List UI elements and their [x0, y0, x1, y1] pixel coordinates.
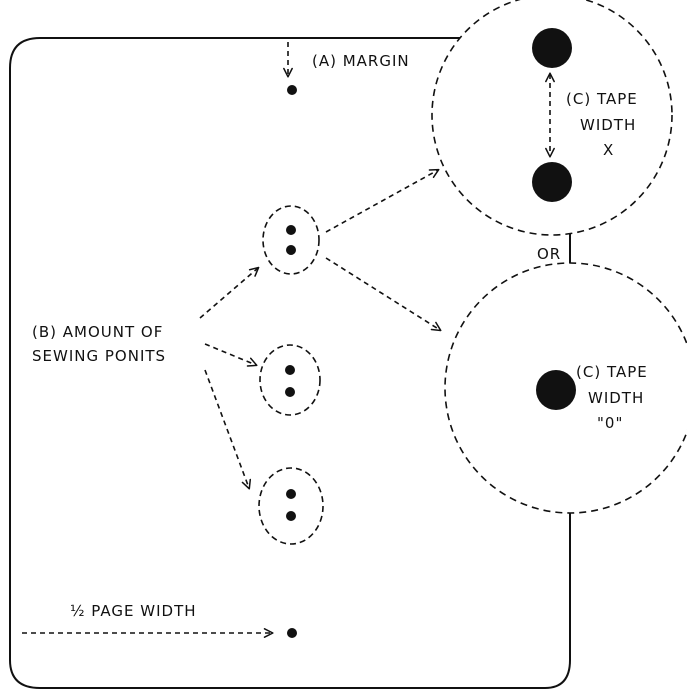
tape-x-label-line2: WIDTH [580, 116, 636, 134]
tape-0-label-line3: "0" [597, 414, 623, 432]
tape-x-label-line1: (C) TAPE [566, 90, 638, 108]
callout-tape-x [431, 0, 673, 236]
arrow-to-tape-0 [325, 257, 442, 332]
tape-0-label-line1: (C) TAPE [576, 363, 648, 381]
center-dot [287, 628, 297, 638]
arrow-to-bottom-group [204, 369, 252, 490]
or-label: OR [537, 245, 561, 263]
sewing-group-middle [259, 344, 321, 416]
tape-x-dot-bottom [532, 162, 572, 202]
half-page-label: ½ PAGE WIDTH [70, 602, 197, 620]
callout-tape-0 [444, 262, 687, 514]
tape-x-label-line3: X [603, 141, 614, 159]
margin-label: (A) MARGIN [312, 52, 410, 70]
amount-label-line1: (B) AMOUNT OF [32, 323, 163, 341]
amount-label-line2: SEWING PONITS [32, 347, 166, 365]
tape-x-dot-top [532, 28, 572, 68]
tape-0-label-line2: WIDTH [588, 389, 644, 407]
margin-dot [287, 85, 297, 95]
tape-0-dot [536, 370, 576, 410]
sewing-group-bottom [258, 467, 324, 545]
arrow-to-top-group [199, 266, 260, 319]
arrow-to-middle-group [204, 343, 258, 367]
arrow-to-tape-x [325, 168, 440, 233]
sewing-group-top [262, 205, 320, 275]
page-outline [9, 37, 571, 689]
